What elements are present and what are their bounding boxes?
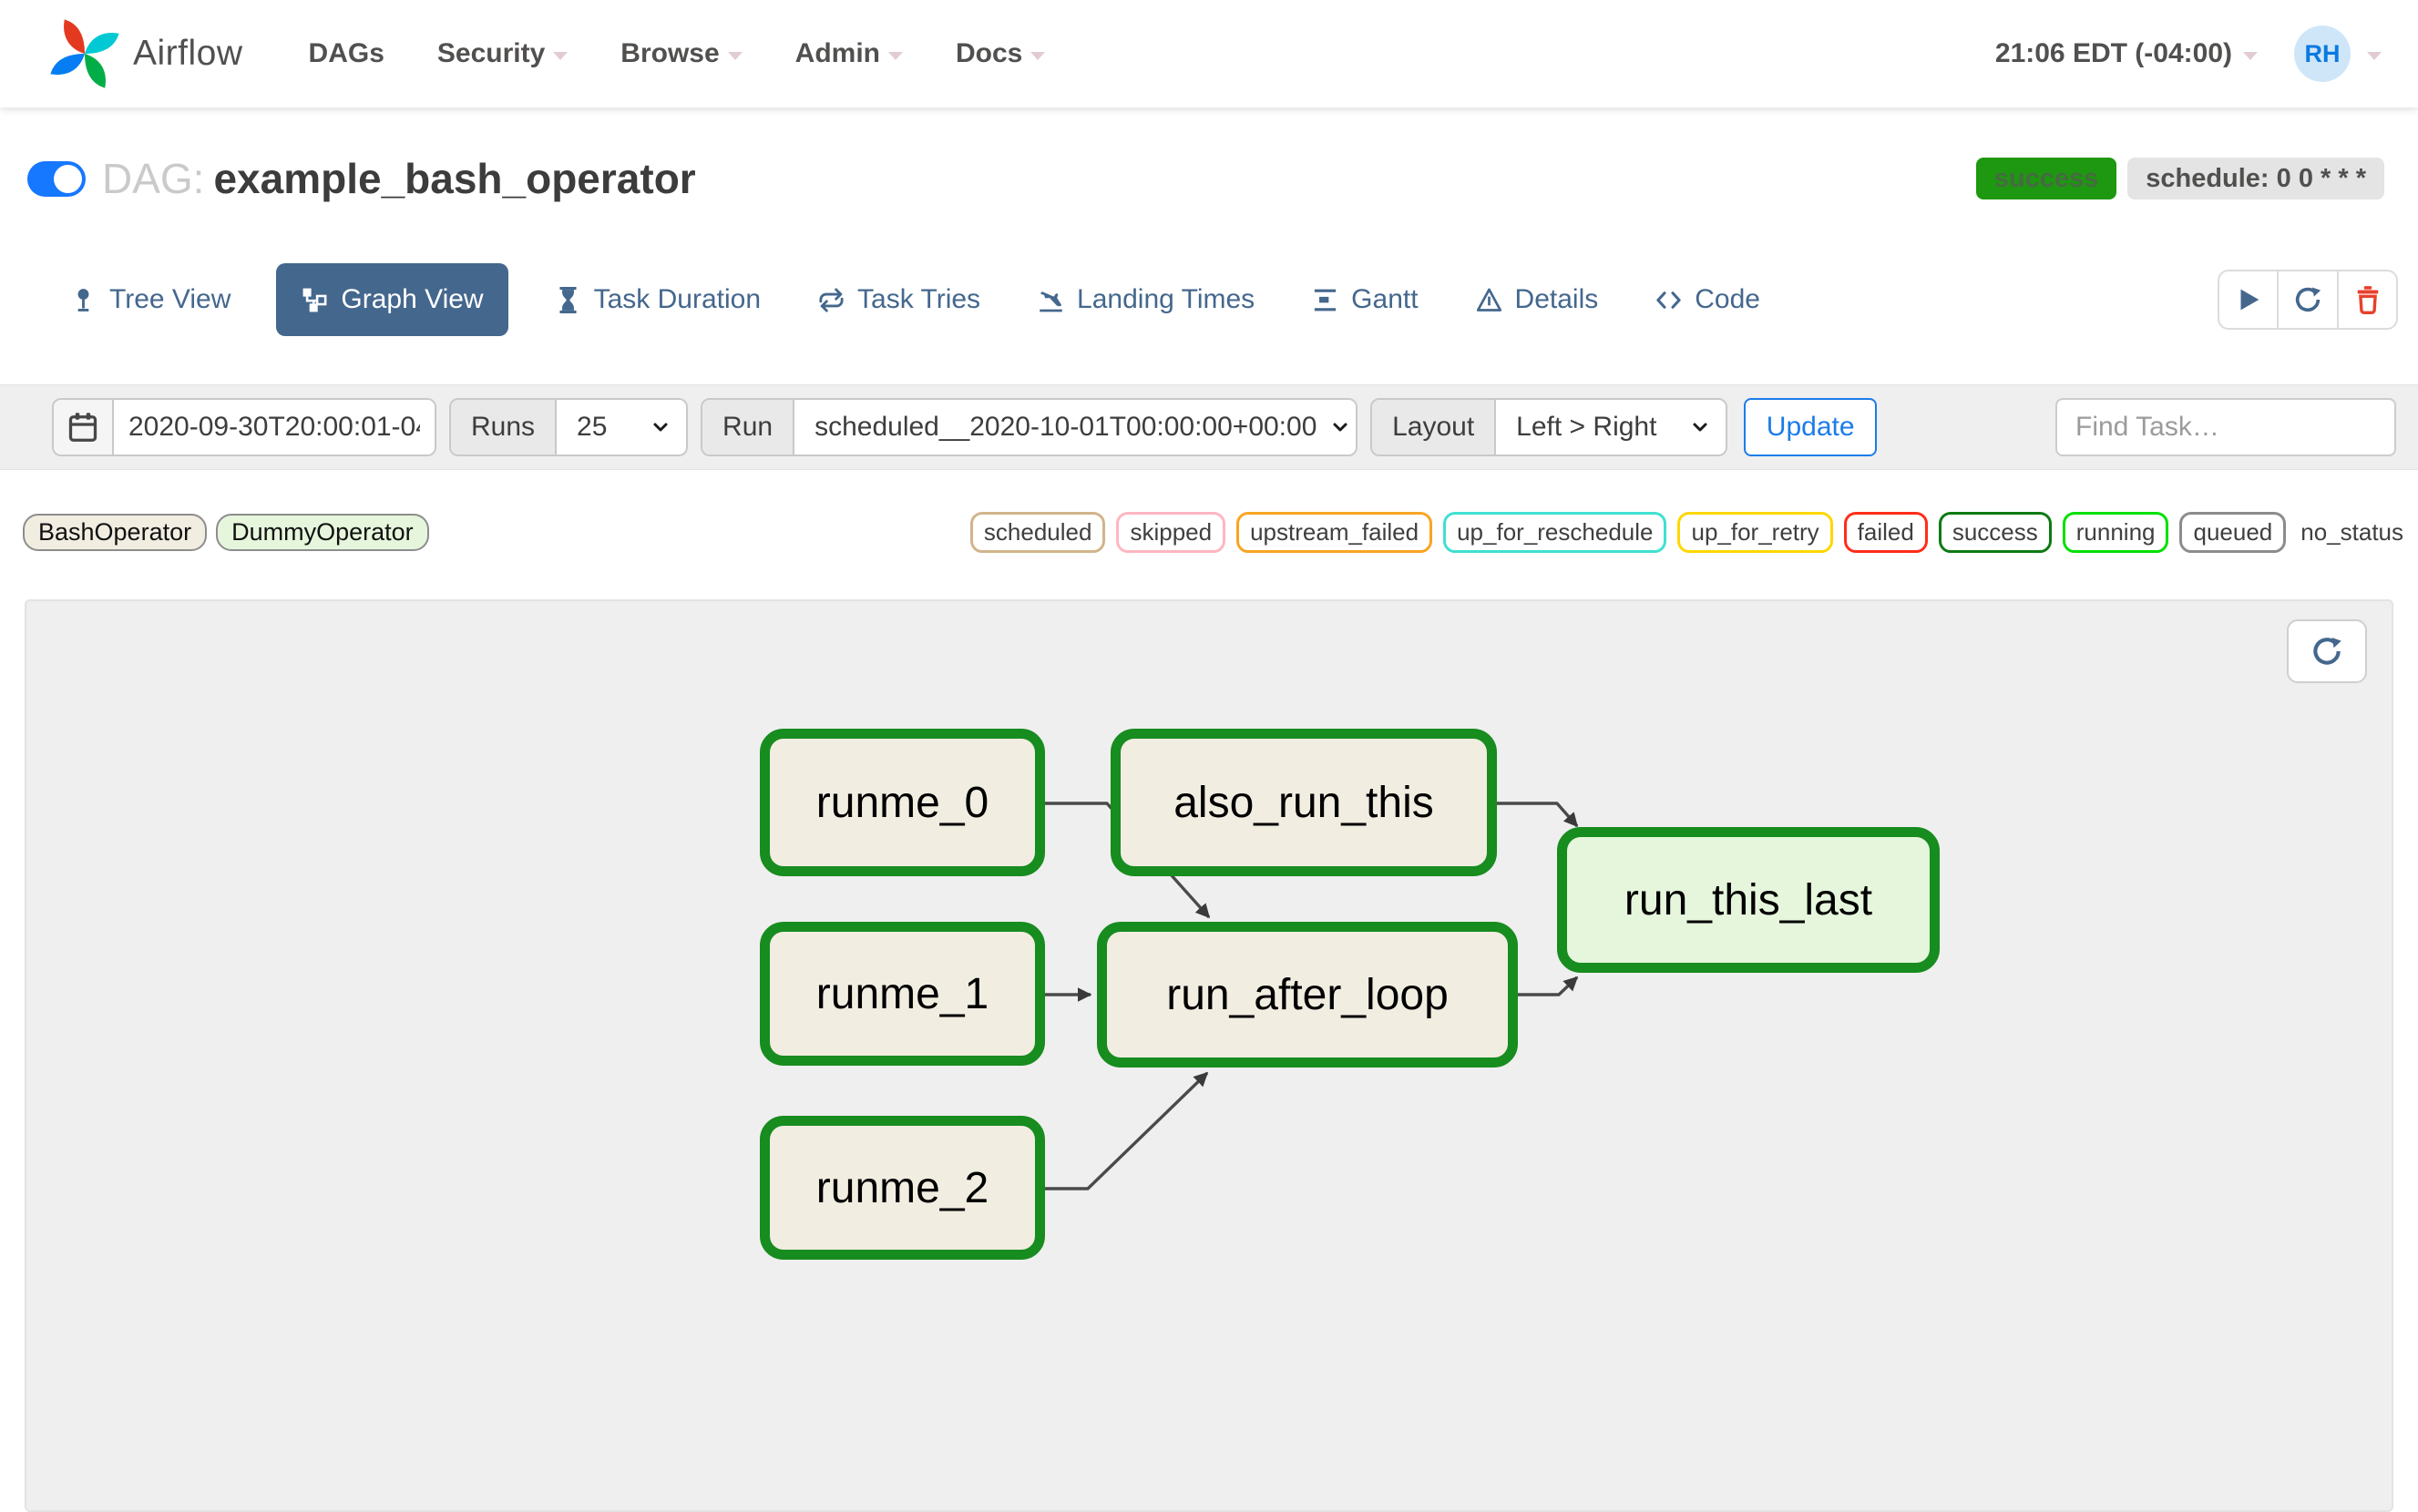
status-legend: scheduled skipped upstream_failed up_for… bbox=[969, 511, 2407, 553]
view-tabs-row: Tree View Graph View Task Duration Task … bbox=[0, 262, 2418, 337]
play-icon bbox=[2240, 289, 2259, 311]
caret-down-icon bbox=[1030, 51, 1046, 60]
chevron-down-icon bbox=[650, 416, 671, 438]
nav-item-docs[interactable]: Docs bbox=[956, 38, 1046, 69]
nav-item-browse[interactable]: Browse bbox=[620, 38, 743, 69]
status-badge: success bbox=[1975, 158, 2117, 199]
legend-status-scheduled: scheduled bbox=[969, 511, 1106, 553]
refresh-icon bbox=[2313, 637, 2341, 665]
tab-tree-view[interactable]: Tree View bbox=[58, 263, 241, 336]
execution-date-input[interactable] bbox=[114, 400, 435, 455]
caret-down-icon bbox=[2243, 51, 2258, 60]
edge-run_after_loop-run_this_last bbox=[1518, 976, 1579, 996]
operator-legend: BashOperator DummyOperator bbox=[23, 513, 429, 551]
page-title: DAG:example_bash_operator bbox=[102, 154, 696, 203]
top-navbar: Airflow DAGs Security Browse Admin Docs … bbox=[0, 0, 2418, 107]
trigger-dag-button[interactable] bbox=[2218, 270, 2278, 330]
header-badges: success schedule: 0 0 * * * bbox=[1975, 158, 2384, 199]
legend-status-no-status: no_status bbox=[2300, 517, 2403, 546]
nav-item-admin[interactable]: Admin bbox=[795, 38, 903, 69]
run-group: Run scheduled__2020-10-01T00:00:00+00:00 bbox=[701, 398, 1358, 456]
schedule-badge: schedule: 0 0 * * * bbox=[2127, 158, 2384, 199]
refresh-icon bbox=[2295, 287, 2321, 312]
tab-task-tries[interactable]: Task Tries bbox=[806, 263, 991, 336]
delete-dag-button[interactable] bbox=[2338, 270, 2398, 330]
hourglass-icon bbox=[559, 286, 577, 313]
layout-group: Layout Left > Right bbox=[1370, 398, 1728, 456]
timezone-selector[interactable]: 21:06 EDT (-04:00) bbox=[1995, 38, 2258, 69]
dag-action-buttons bbox=[2218, 270, 2398, 330]
avatar[interactable]: RH bbox=[2294, 26, 2351, 82]
run-select[interactable]: scheduled__2020-10-01T00:00:00+00:00 bbox=[794, 400, 1357, 455]
runs-label: Runs bbox=[451, 400, 558, 455]
navbar-right: 21:06 EDT (-04:00) RH bbox=[1995, 26, 2382, 82]
trash-icon bbox=[2357, 286, 2378, 315]
pinwheel-logo-icon bbox=[50, 19, 119, 88]
legend-status-failed: failed bbox=[1843, 511, 1928, 553]
caret-down-icon[interactable] bbox=[2367, 51, 2382, 60]
layout-label: Layout bbox=[1372, 400, 1497, 455]
legend-status-success: success bbox=[1938, 511, 2052, 553]
legend-status-skipped: skipped bbox=[1116, 511, 1226, 553]
legend-status-queued: queued bbox=[2179, 511, 2287, 553]
legend-row: BashOperator DummyOperator scheduled ski… bbox=[0, 506, 2418, 557]
run-label: Run bbox=[702, 400, 795, 455]
details-icon bbox=[1476, 288, 1501, 312]
task-node-runme_2[interactable]: runme_2 bbox=[760, 1116, 1045, 1260]
execution-date-group bbox=[52, 398, 436, 456]
dag-pause-toggle[interactable] bbox=[27, 160, 86, 197]
filter-bar: Runs 25 Run scheduled__2020-10-01T00:00:… bbox=[0, 384, 2418, 470]
gantt-icon bbox=[1315, 289, 1337, 311]
legend-status-running: running bbox=[2062, 511, 2169, 553]
sitemap-icon bbox=[302, 288, 327, 312]
tab-graph-view[interactable]: Graph View bbox=[276, 263, 508, 336]
calendar-button[interactable] bbox=[54, 400, 114, 455]
graph-refresh-button[interactable] bbox=[2287, 619, 2367, 683]
runs-group: Runs 25 bbox=[449, 398, 689, 456]
dag-header: DAG:example_bash_operator success schedu… bbox=[0, 137, 2418, 220]
legend-status-upstream-failed: upstream_failed bbox=[1236, 511, 1433, 553]
tab-details[interactable]: Details bbox=[1464, 263, 1610, 336]
dag-graph-panel: runme_0 also_run_this runme_1 run_after_… bbox=[25, 599, 2393, 1512]
caret-down-icon bbox=[887, 51, 903, 60]
caret-down-icon bbox=[553, 51, 569, 60]
tab-landing-times[interactable]: Landing Times bbox=[1026, 263, 1265, 336]
dag-id: example_bash_operator bbox=[213, 155, 696, 202]
code-icon bbox=[1656, 291, 1681, 309]
tab-task-duration[interactable]: Task Duration bbox=[543, 263, 772, 336]
calendar-icon bbox=[68, 413, 97, 442]
task-node-also_run_this[interactable]: also_run_this bbox=[1111, 729, 1497, 876]
airflow-logo[interactable]: Airflow bbox=[47, 16, 243, 91]
task-node-runme_0[interactable]: runme_0 bbox=[760, 729, 1045, 876]
edge-runme_2-run_after_loop bbox=[1045, 1071, 1209, 1190]
main-nav: DAGs Security Browse Admin Docs bbox=[309, 38, 1046, 69]
tree-icon bbox=[77, 288, 89, 312]
chevron-down-icon bbox=[1689, 416, 1711, 438]
nav-item-dags[interactable]: DAGs bbox=[308, 38, 384, 68]
caret-down-icon bbox=[727, 51, 743, 60]
tab-code[interactable]: Code bbox=[1644, 263, 1771, 336]
task-node-run_this_last[interactable]: run_this_last bbox=[1557, 827, 1940, 973]
find-task-input[interactable] bbox=[2055, 398, 2396, 456]
dag-prefix: DAG: bbox=[102, 155, 205, 202]
refresh-dag-button[interactable] bbox=[2278, 270, 2338, 330]
update-button[interactable]: Update bbox=[1744, 398, 1878, 456]
toggle-knob bbox=[54, 164, 82, 193]
chevron-down-icon bbox=[1329, 416, 1351, 438]
legend-status-up-for-retry: up_for_retry bbox=[1677, 511, 1833, 553]
tab-gantt[interactable]: Gantt bbox=[1300, 263, 1429, 336]
legend-status-up-for-reschedule: up_for_reschedule bbox=[1443, 511, 1667, 553]
edge-also_run_this-run_this_last bbox=[1497, 802, 1579, 828]
task-node-run_after_loop[interactable]: run_after_loop bbox=[1097, 922, 1518, 1068]
view-tabs: Tree View Graph View Task Duration Task … bbox=[58, 263, 1771, 336]
repeat-icon bbox=[819, 287, 844, 312]
nav-item-security[interactable]: Security bbox=[437, 38, 569, 69]
task-node-runme_1[interactable]: runme_1 bbox=[760, 922, 1045, 1066]
legend-dummy-operator: DummyOperator bbox=[216, 513, 429, 551]
runs-select[interactable]: 25 bbox=[557, 400, 687, 455]
plane-landing-icon bbox=[1040, 291, 1062, 312]
legend-bash-operator: BashOperator bbox=[23, 513, 208, 551]
brand-name: Airflow bbox=[133, 34, 243, 73]
layout-select[interactable]: Left > Right bbox=[1496, 400, 1726, 455]
